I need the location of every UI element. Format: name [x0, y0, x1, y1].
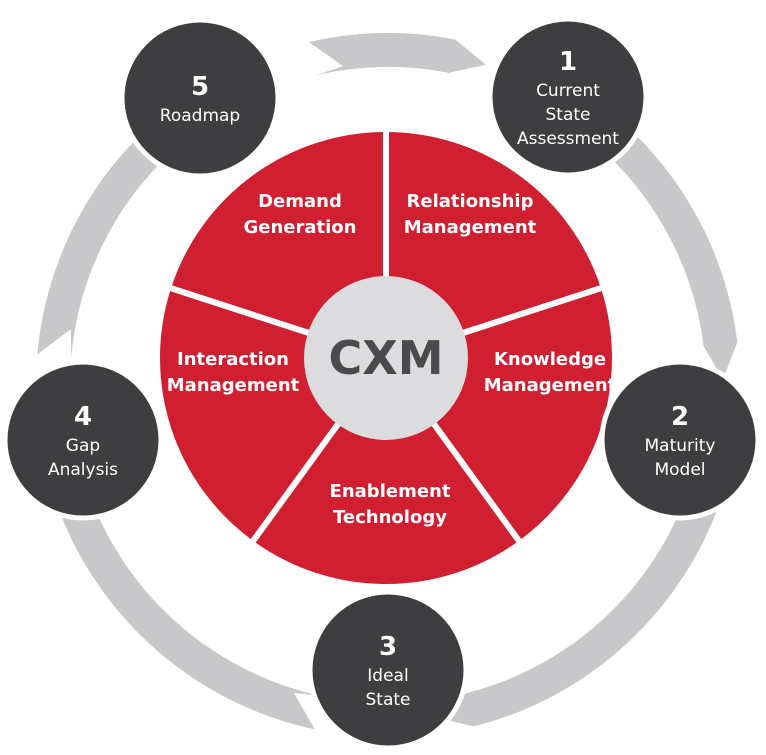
segment-label: Relationship: [407, 191, 534, 212]
step-label: Maturity: [645, 436, 716, 456]
cycle-arrow: [308, 33, 486, 76]
step-label: Gap: [66, 436, 100, 456]
segment-label: Management: [404, 217, 537, 238]
segment-label: Interaction: [177, 349, 289, 370]
step-number: 4: [74, 402, 92, 432]
segment-label: Knowledge: [494, 349, 606, 370]
step-label: Ideal: [367, 666, 408, 686]
step-label: State: [366, 690, 411, 710]
step-circle: [2, 359, 164, 521]
cxm-center-label: CXM: [329, 331, 444, 385]
step-label: Analysis: [48, 460, 118, 480]
segment-label: Demand: [258, 191, 342, 212]
cxm-center: CXM: [304, 276, 468, 440]
segment-label: Management: [167, 375, 300, 396]
pie-segment: [248, 355, 524, 590]
step-circle: [487, 16, 649, 178]
step-circle: [119, 17, 281, 179]
step-label: Current: [536, 81, 600, 101]
step-label: Roadmap: [160, 106, 240, 126]
step-label: Model: [654, 460, 705, 480]
segment-label: Generation: [244, 217, 357, 238]
step-number: 1: [559, 47, 577, 77]
step-label: Assessment: [517, 129, 619, 149]
step-number: 5: [191, 72, 209, 102]
cycle-arrow: [579, 103, 738, 380]
cxm-center-circle: [304, 276, 468, 440]
segment-label: Enablement: [330, 481, 451, 502]
step-circle: [599, 359, 761, 521]
step-number: 3: [379, 632, 397, 662]
step-label: State: [546, 105, 591, 125]
cycle-steps: 1CurrentStateAssessment2MaturityModel3Id…: [2, 16, 761, 751]
segment-label: Management: [484, 375, 617, 396]
step-circle: [307, 589, 469, 751]
step-number: 2: [671, 402, 689, 432]
cycle-arrow: [37, 104, 206, 358]
segment-label: Technology: [333, 507, 447, 528]
